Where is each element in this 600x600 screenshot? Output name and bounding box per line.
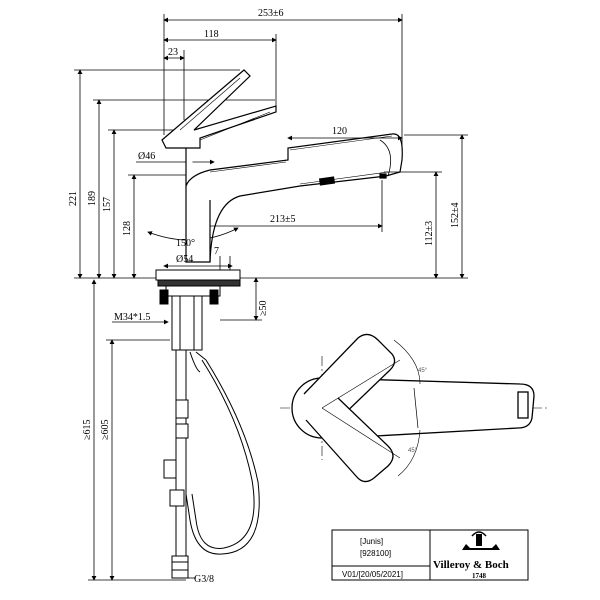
title-block xyxy=(331,529,529,581)
brand-name: Villeroy & Boch xyxy=(433,559,509,571)
brand-year: 1748 xyxy=(472,572,487,580)
dim-height-189: 189 xyxy=(87,191,98,206)
dim-spout-length: 120 xyxy=(332,126,347,137)
dim-angle-bottom: 45° xyxy=(408,448,418,454)
dim-height-157: 157 xyxy=(102,197,113,212)
faucet-top-view xyxy=(280,333,548,483)
title-product: [Junis] xyxy=(360,537,383,546)
shank-and-hose xyxy=(163,295,260,579)
brand-logo xyxy=(462,531,500,550)
title-article: [928100] xyxy=(360,549,391,558)
dim-angle-top: 45° xyxy=(418,368,428,374)
dim-outlet-height: 112±3 xyxy=(424,221,435,246)
dim-lever-offset: 118 xyxy=(204,29,219,40)
faucet-side-view xyxy=(161,69,403,263)
dim-body-diameter: Ø46 xyxy=(138,151,155,162)
dim-connection: G3/8 xyxy=(194,574,214,585)
dim-overall-width: 253±6 xyxy=(258,8,284,19)
dim-max-deck: ≥50 xyxy=(258,301,269,317)
dim-rotation: 150° xyxy=(176,238,195,249)
title-version: V01/[20/05/2021] xyxy=(342,570,403,579)
dim-hose-615: ≥615 xyxy=(82,420,93,441)
dim-height-128: 128 xyxy=(122,221,133,236)
dim-reach: 213±5 xyxy=(270,214,296,225)
dim-base-diameter: Ø54 xyxy=(176,254,193,265)
dim-total-height: 221 xyxy=(68,191,79,206)
dim-thread: M34*1.5 xyxy=(114,312,150,323)
dimension-lines xyxy=(74,14,468,581)
dim-hose-605: ≥605 xyxy=(100,420,111,441)
dim-spout-height: 152±4 xyxy=(450,203,461,229)
dim-lever-small: 23 xyxy=(168,47,178,58)
dim-base-offset: 7 xyxy=(214,246,219,257)
